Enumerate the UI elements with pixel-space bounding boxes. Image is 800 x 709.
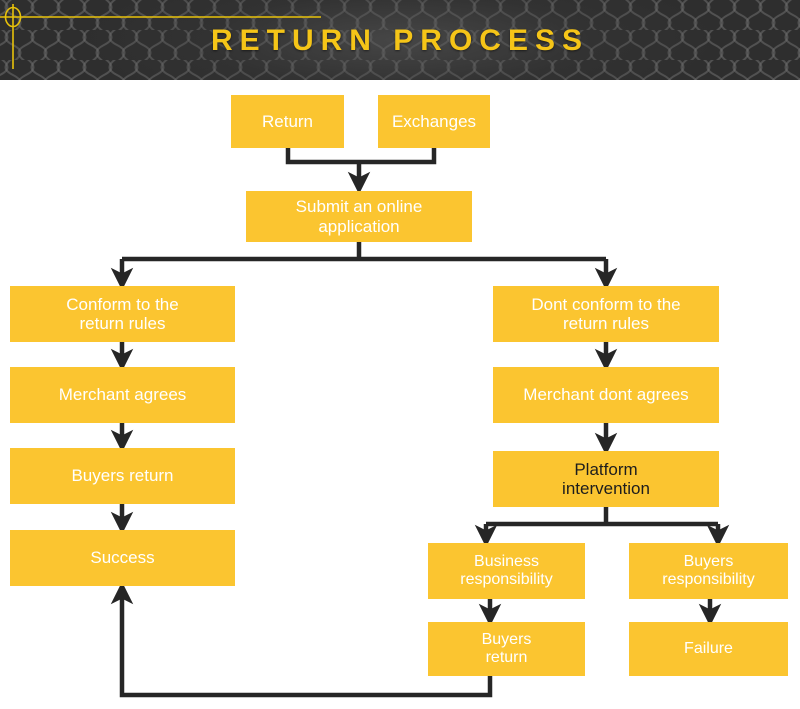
edge-buyers-return-right-to-success [110,581,493,698]
node-merchant-dont-agrees[interactable]: Merchant dont agrees [493,367,719,423]
node-conform-to-return-rules[interactable]: Conform to the return rules [10,286,235,342]
node-buyers-return-left[interactable]: Buyers return [10,448,235,504]
node-platform-intervention[interactable]: Platform intervention [493,451,719,507]
node-business-responsibility[interactable]: Business responsibility [428,543,585,599]
node-exchanges[interactable]: Exchanges [378,95,490,148]
node-merchant-agrees[interactable]: Merchant agrees [10,367,235,423]
node-success[interactable]: Success [10,530,235,586]
edge-exchanges-to-submit [359,148,437,165]
page-title: RETURN PROCESS [210,24,590,57]
node-buyers-responsibility[interactable]: Buyers responsibility [629,543,788,599]
edge-return-to-submit [285,148,359,165]
node-failure[interactable]: Failure [629,622,788,676]
node-return[interactable]: Return [231,95,344,148]
node-submit-online-application[interactable]: Submit an online application [246,191,472,242]
node-buyers-return-right[interactable]: Buyers return [428,622,585,676]
node-dont-conform-to-return-rules[interactable]: Dont conform to the return rules [493,286,719,342]
